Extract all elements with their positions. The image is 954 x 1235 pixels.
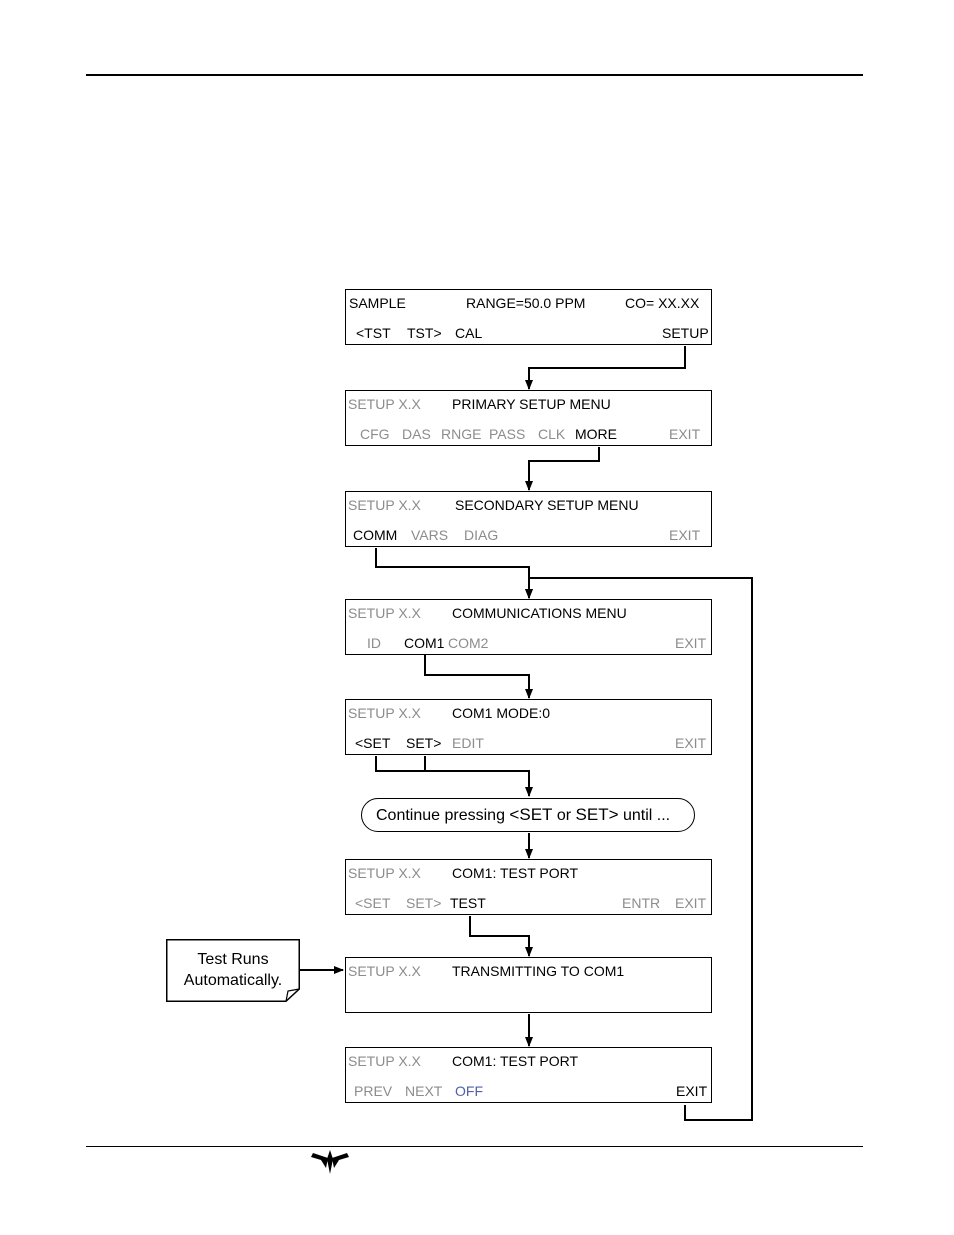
key-exit[interactable]: EXIT [675, 635, 707, 651]
screen-version-label: SETUP X.X [348, 1053, 421, 1069]
screen-version-label: SETUP X.X [348, 705, 421, 721]
note-line1: Test Runs [197, 951, 269, 968]
company-logo-icon [311, 1150, 349, 1174]
arrow-comm-to-communications [375, 548, 533, 599]
screen-menu-title: COM1: TEST PORT [452, 1053, 579, 1069]
key-cfg[interactable]: CFG [360, 426, 390, 442]
screen-menu-title: SECONDARY SETUP MENU [455, 497, 639, 513]
key-tst-prev[interactable]: <TST [356, 325, 391, 341]
key-com2[interactable]: COM2 [448, 635, 489, 651]
key-cal[interactable]: CAL [455, 325, 483, 341]
display-screen-com1-test-port: SETUP X.X COM1: TEST PORT <SET SET> TEST… [345, 859, 712, 915]
display-screen-sample: SAMPLE RANGE=50.0 PPM CO= XX.XX <TST TST… [345, 289, 712, 345]
screen-menu-title: COMMUNICATIONS MENU [452, 605, 627, 621]
key-set-next[interactable]: SET> [406, 735, 442, 751]
screen-version-label: SETUP X.X [348, 865, 421, 881]
arrow-setup-to-primary [525, 346, 686, 390]
screen-menu-title: PRIMARY SETUP MENU [452, 396, 611, 412]
display-screen-secondary-setup: SETUP X.X SECONDARY SETUP MENU COMM VARS… [345, 491, 712, 547]
instruction-callout: Continue pressing <SET or SET> until ... [361, 798, 695, 832]
note-shape [166, 939, 300, 1002]
screen-version-label: SETUP X.X [348, 605, 421, 621]
key-das[interactable]: DAS [402, 426, 431, 442]
screen-line1-range: RANGE=50.0 PPM [466, 295, 586, 311]
key-vars[interactable]: VARS [411, 527, 449, 543]
arrow-more-to-secondary [525, 447, 600, 491]
key-exit[interactable]: EXIT [669, 527, 701, 543]
arrow-test-to-transmitting [469, 916, 533, 957]
screen-line1-mode: SAMPLE [349, 295, 406, 311]
key-pass[interactable]: PASS [489, 426, 526, 442]
screen-menu-title: COM1: TEST PORT [452, 865, 579, 881]
note-test-runs: Test Runs Automatically. [166, 939, 300, 1002]
key-next[interactable]: NEXT [405, 1083, 443, 1099]
key-set-prev[interactable]: <SET [355, 895, 391, 911]
key-clk[interactable]: CLK [538, 426, 566, 442]
key-rnge[interactable]: RNGE [441, 426, 482, 442]
screen-version-label: SETUP X.X [348, 497, 421, 513]
display-screen-primary-setup: SETUP X.X PRIMARY SETUP MENU CFG DAS RNG… [345, 390, 712, 446]
display-screen-communications: SETUP X.X COMMUNICATIONS MENU ID COM1 CO… [345, 599, 712, 655]
screen-version-label: SETUP X.X [348, 396, 421, 412]
key-exit[interactable]: EXIT [675, 895, 707, 911]
key-comm[interactable]: COMM [353, 527, 398, 543]
key-setup[interactable]: SETUP [662, 325, 709, 341]
key-exit[interactable]: EXIT [676, 1083, 708, 1099]
key-id[interactable]: ID [367, 635, 381, 651]
note-line2: Automatically. [183, 972, 283, 989]
key-exit[interactable]: EXIT [669, 426, 701, 442]
screen-line1-concentration: CO= XX.XX [625, 295, 700, 311]
display-screen-transmitting: SETUP X.X TRANSMITTING TO COM1 [345, 957, 712, 1013]
key-off[interactable]: OFF [455, 1083, 483, 1099]
key-set-prev[interactable]: <SET [355, 735, 391, 751]
key-test[interactable]: TEST [450, 895, 486, 911]
key-prev[interactable]: PREV [354, 1083, 393, 1099]
display-screen-test-port-result: SETUP X.X COM1: TEST PORT PREV NEXT OFF … [345, 1047, 712, 1103]
arrow-exit-loop-back [525, 577, 753, 1121]
key-edit[interactable]: EDIT [452, 735, 484, 751]
key-diag[interactable]: DIAG [464, 527, 499, 543]
instruction-text: Continue pressing <SET or SET> until ... [376, 805, 671, 824]
key-entr[interactable]: ENTR [622, 895, 661, 911]
arrow-com1-to-mode [424, 655, 533, 699]
screen-menu-title: COM1 MODE:0 [452, 705, 551, 721]
key-more[interactable]: MORE [575, 426, 617, 442]
key-com1[interactable]: COM1 [404, 635, 445, 651]
header-rule [86, 74, 863, 76]
key-set-next[interactable]: SET> [406, 895, 442, 911]
screen-menu-title: TRANSMITTING TO COM1 [452, 963, 625, 979]
arrow-set-to-prompt [375, 756, 533, 797]
display-screen-com1-mode: SETUP X.X COM1 MODE:0 <SET SET> EDIT EXI… [345, 699, 712, 755]
key-exit[interactable]: EXIT [675, 735, 707, 751]
key-tst-next[interactable]: TST> [407, 325, 442, 341]
footer-rule [86, 1146, 863, 1147]
screen-version-label: SETUP X.X [348, 963, 421, 979]
